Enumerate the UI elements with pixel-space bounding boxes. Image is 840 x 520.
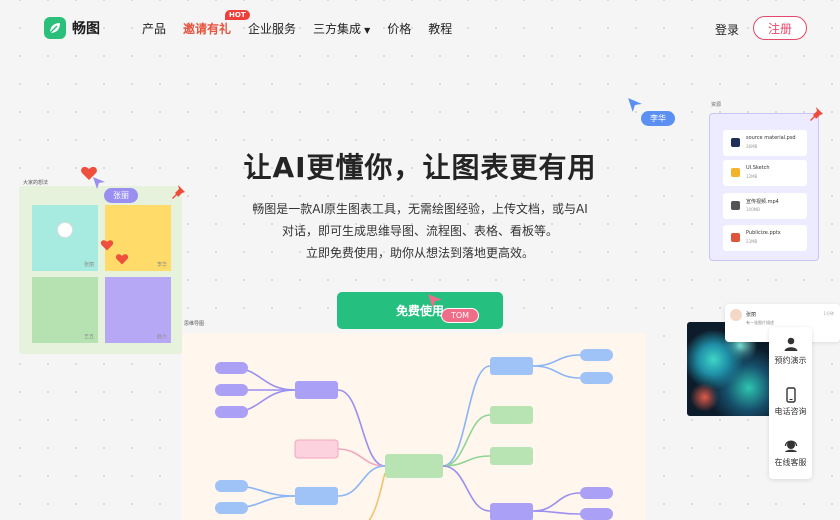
sketch-file-icon xyxy=(731,168,740,177)
nav-item-product[interactable]: 产品 xyxy=(142,22,167,36)
cursor-tag-lihua: 李华 xyxy=(641,111,675,126)
hero-desc-line: 畅图是一款AI原生图表工具，无需绘图经验，上传文档，或与AI xyxy=(252,202,588,216)
phone-consult-button[interactable]: 电话咨询 xyxy=(769,378,812,428)
file-item[interactable]: Publicize.pptx 23MB xyxy=(723,225,807,251)
cursor-tag-tom: TOM xyxy=(441,308,480,323)
avatar xyxy=(730,309,742,321)
cursor-icon xyxy=(428,294,442,308)
hero-title: 让AI更懂你，让图表更有用 xyxy=(243,151,597,184)
floating-contact-bar: 预约演示 电话咨询 在线客服 xyxy=(769,327,812,479)
mindmap-diagram xyxy=(215,349,613,520)
cursor-icon xyxy=(93,177,105,189)
online-service-button[interactable]: 在线客服 xyxy=(769,429,812,479)
sticky-board: 张丽 李华 王五 赵六 xyxy=(19,186,182,354)
phone-consult-label: 电话咨询 xyxy=(774,407,807,416)
nav-item-integrations[interactable]: 三方集成▼ xyxy=(313,20,370,37)
cursor-icon xyxy=(628,98,642,112)
file-name: 宣传视频.mp4 xyxy=(746,199,779,205)
file-list-panel: source material.psd 36MB UI.Sketch 12MB … xyxy=(709,113,819,261)
mindmap-label: 思维导图 xyxy=(184,321,205,327)
file-name: Publicize.pptx xyxy=(746,230,781,236)
register-button[interactable]: 注册 xyxy=(753,16,807,40)
nav-item-invite-label: 邀请有礼 xyxy=(183,22,232,36)
nav-item-enterprise[interactable]: 企业服务 xyxy=(248,22,297,36)
sticky-author: 赵六 xyxy=(156,334,167,340)
nav-item-integrations-label: 三方集成 xyxy=(313,22,362,36)
sticky-note: 李华 xyxy=(105,205,171,271)
logo[interactable]: 畅图 xyxy=(44,17,100,39)
nav-item-invite[interactable]: 邀请有礼 HOT xyxy=(183,10,250,37)
heart-icon xyxy=(115,254,129,265)
hot-badge: HOT xyxy=(225,10,250,20)
sticky-note: 赵六 xyxy=(105,277,171,343)
nav-item-tutorials[interactable]: 教程 xyxy=(428,22,453,36)
file-item[interactable]: source material.psd 36MB xyxy=(723,130,807,156)
nav-item-pricing[interactable]: 价格 xyxy=(387,22,412,36)
headset-icon xyxy=(784,440,797,452)
sticky-note: 王五 xyxy=(32,277,98,343)
cursor-tag-zhangli: 张丽 xyxy=(104,188,138,203)
file-item[interactable]: 宣传视频.mp4 100MB xyxy=(723,193,807,219)
login-link[interactable]: 登录 xyxy=(715,23,740,37)
sticky-author: 王五 xyxy=(83,334,94,340)
online-service-label: 在线客服 xyxy=(774,458,807,467)
comment-time: 1分钟 xyxy=(823,311,834,316)
leaf-logo-icon xyxy=(44,17,66,39)
book-demo-label: 预约演示 xyxy=(774,356,807,365)
avatar xyxy=(57,222,73,238)
file-size: 100MB xyxy=(746,207,760,212)
files-label: 资源 xyxy=(711,102,722,108)
person-icon xyxy=(784,337,797,351)
file-size: 12MB xyxy=(746,174,758,179)
hero-desc-line: 立即免费使用，助你从想法到落地更高效。 xyxy=(305,246,534,260)
file-item[interactable]: UI.Sketch 12MB xyxy=(723,160,807,186)
free-use-button[interactable]: 免费使用 xyxy=(337,292,503,329)
sticky-author: 张丽 xyxy=(83,262,94,268)
brand-name: 畅图 xyxy=(72,21,100,37)
sticky-author: 李华 xyxy=(156,262,167,268)
hero-desc-line: 对话，即可生成思维导图、流程图、表格、看板等。 xyxy=(281,224,558,238)
pptx-file-icon xyxy=(731,233,740,242)
comment-author: 张丽 xyxy=(746,312,757,318)
file-size: 23MB xyxy=(746,239,758,244)
pushpin-icon xyxy=(810,107,823,121)
psd-file-icon xyxy=(731,138,740,147)
top-nav: 畅图 产品 邀请有礼 HOT 企业服务 三方集成▼ 价格 教程 登录 注册 xyxy=(0,0,840,56)
phone-icon xyxy=(785,387,796,403)
pushpin-icon xyxy=(172,185,185,199)
comment-text: 有一张图片描述 xyxy=(746,320,774,325)
mindmap-canvas xyxy=(182,333,646,520)
heart-icon xyxy=(81,166,97,180)
file-size: 36MB xyxy=(746,144,758,149)
file-name: UI.Sketch xyxy=(746,165,770,171)
heart-icon xyxy=(100,240,114,251)
book-demo-button[interactable]: 预约演示 xyxy=(769,327,812,377)
video-file-icon xyxy=(731,201,740,210)
hero-description: 畅图是一款AI原生图表工具，无需绘图经验，上传文档，或与AI 对话，即可生成思维… xyxy=(0,198,840,264)
sticky-note: 张丽 xyxy=(32,205,98,271)
main-menu: 产品 邀请有礼 HOT 企业服务 三方集成▼ 价格 教程 xyxy=(142,10,453,37)
file-name: source material.psd xyxy=(746,135,796,141)
chevron-down-icon: ▼ xyxy=(364,26,371,35)
board-label: 大家的想法 xyxy=(23,180,49,186)
